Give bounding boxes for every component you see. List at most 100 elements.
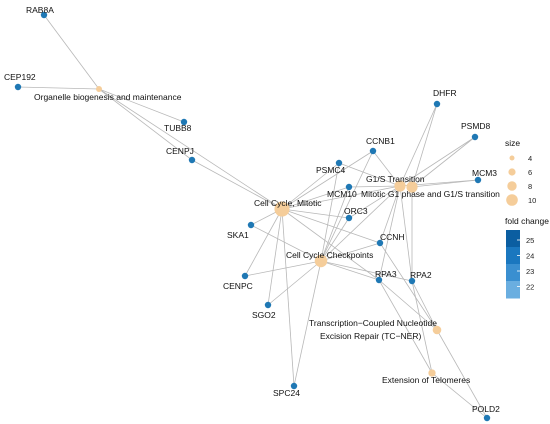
edge-ccnb1-checkpoints xyxy=(320,150,374,262)
edge-mcm3-mitg1s xyxy=(411,179,479,188)
size-legend-label-8: 8 xyxy=(528,182,532,191)
gene-node-sgo2[interactable] xyxy=(264,301,272,309)
gene-nodes xyxy=(14,11,491,422)
edge-cenpj-mitotic xyxy=(191,159,283,210)
edge-rpa3-mitotic xyxy=(281,208,380,281)
gene-node-ska1[interactable] xyxy=(247,221,255,229)
edge-orc3-checkpoints xyxy=(320,217,350,262)
gene-label-ccnh: CCNH xyxy=(380,232,405,242)
gene-label-cenpj: CENPJ xyxy=(166,146,194,156)
size-legend-key-6 xyxy=(508,168,516,176)
size-legend-key-10 xyxy=(506,194,518,206)
edge-rpa2-checkpoints xyxy=(320,260,413,282)
gene-label-orc3: ORC3 xyxy=(344,206,368,216)
gene-node-rpa3[interactable] xyxy=(375,276,383,284)
edge-ccnb1-mitotic xyxy=(281,150,374,210)
network-edges xyxy=(17,14,488,419)
gene-node-psmd8[interactable] xyxy=(471,133,479,141)
gene-node-psmc4[interactable] xyxy=(335,159,343,167)
gene-node-cenpc[interactable] xyxy=(241,272,249,280)
edge-psmc4-g1s xyxy=(338,162,401,187)
edge-orc3-g1s xyxy=(348,185,401,219)
edge-rpa3-tcner xyxy=(378,279,438,331)
edge-ccnh-g1s xyxy=(379,185,401,244)
gene-node-ccnb1[interactable] xyxy=(369,147,377,155)
legend-fold-title: fold change xyxy=(505,216,549,226)
gene-label-pold2: POLD2 xyxy=(472,404,500,414)
edge-rpa2-g1s xyxy=(399,185,413,282)
edge-tubb8-organelle xyxy=(98,88,185,123)
pathway-node-organelle[interactable] xyxy=(96,86,102,92)
edge-ccnh-mitotic xyxy=(281,208,381,244)
gene-node-mcm10[interactable] xyxy=(345,183,353,191)
edge-rpa3-checkpoints xyxy=(320,260,380,281)
edge-ccnh-checkpoints xyxy=(320,242,381,262)
gene-node-cenpj[interactable] xyxy=(188,156,196,164)
pathway-node-g1s[interactable] xyxy=(394,180,406,192)
legend-size-title: size xyxy=(505,138,520,148)
edge-mcm10-checkpoints xyxy=(320,186,350,262)
size-legend: 4 6 8 10 xyxy=(506,154,536,206)
gene-node-pold2[interactable] xyxy=(483,414,491,422)
edge-spc24-mitotic xyxy=(281,208,295,387)
edge-pold2-telomeres xyxy=(431,372,488,419)
node-labels: Organelle biogenesis and maintenanceCell… xyxy=(4,5,500,414)
edge-dhfr-g1s xyxy=(399,103,438,187)
edge-psmd8-g1s xyxy=(399,136,476,187)
pathway-node-mitotic[interactable] xyxy=(274,201,290,217)
fold-change-bar-segment-1 xyxy=(506,230,520,248)
edge-pold2-tcner xyxy=(436,329,488,419)
fold-change-label-22: 22 xyxy=(526,283,534,292)
edge-rab8a-organelle xyxy=(43,14,100,90)
gene-label-spc24: SPC24 xyxy=(273,388,300,398)
edge-dhfr-mitg1s xyxy=(411,103,438,188)
gene-label-ska1: SKA1 xyxy=(227,230,249,240)
gene-node-tubb8[interactable] xyxy=(180,118,188,126)
gene-label-rpa2: RPA2 xyxy=(410,270,432,280)
edge-ccnb1-g1s xyxy=(372,150,401,187)
edge-psmd8-mitg1s xyxy=(411,136,476,188)
gene-node-rab8a[interactable] xyxy=(40,11,48,19)
pathway-node-mitg1s[interactable] xyxy=(406,181,418,193)
fold-change-bar-segment-3 xyxy=(506,264,520,282)
pathway-label-g1s: G1/S Transition xyxy=(366,174,425,184)
gene-node-rpa2[interactable] xyxy=(408,277,416,285)
gene-node-orc3[interactable] xyxy=(345,214,353,222)
edge-ska1-checkpoints xyxy=(250,224,322,262)
pathway-node-checkpoints[interactable] xyxy=(314,254,328,268)
size-legend-key-8 xyxy=(507,181,517,191)
fold-change-bar-segment-2 xyxy=(506,247,520,265)
pathway-node-tcner[interactable] xyxy=(432,325,442,335)
pathway-label-tcner-line1: Transcription−Coupled Nucleotide xyxy=(309,318,437,328)
pathway-label-tcner-line2: Excision Repair (TC−NER) xyxy=(320,331,421,341)
size-legend-label-10: 10 xyxy=(528,196,536,205)
edge-cenpc-checkpoints xyxy=(244,260,322,277)
edge-mcm10-mitotic xyxy=(281,186,350,210)
pathway-nodes xyxy=(96,86,442,377)
pathway-label-organelle: Organelle biogenesis and maintenance xyxy=(34,92,182,102)
gene-node-cep192[interactable] xyxy=(14,83,22,91)
gene-label-mcm3: MCM3 xyxy=(472,168,497,178)
edge-rpa3-g1s xyxy=(378,185,401,281)
fold-change-bar-segment-4 xyxy=(506,281,520,299)
edge-rpa2-tcner xyxy=(411,280,438,331)
gene-label-psmd8: PSMD8 xyxy=(461,121,491,131)
fold-change-label-25: 25 xyxy=(526,236,534,245)
edge-rpa2-telomeres xyxy=(411,280,433,374)
edge-ccnh-tcner xyxy=(379,242,438,331)
gene-label-cep192: CEP192 xyxy=(4,72,36,82)
gene-node-dhfr[interactable] xyxy=(433,100,441,108)
gene-node-spc24[interactable] xyxy=(290,382,298,390)
pathway-label-checkpoints: Cell Cycle Checkpoints xyxy=(286,250,373,260)
edge-rpa3-telomeres xyxy=(378,279,433,374)
size-legend-label-4: 4 xyxy=(528,154,532,163)
gene-label-rab8a: RAB8A xyxy=(26,5,54,15)
edge-psmc4-mitotic xyxy=(281,162,340,210)
gene-node-ccnh[interactable] xyxy=(376,239,384,247)
gene-label-cenpc: CENPC xyxy=(223,281,253,291)
gene-node-mcm3[interactable] xyxy=(474,176,482,184)
pathway-node-telomeres[interactable] xyxy=(428,369,436,377)
size-legend-label-6: 6 xyxy=(528,168,532,177)
fold-change-label-23: 23 xyxy=(526,267,534,276)
